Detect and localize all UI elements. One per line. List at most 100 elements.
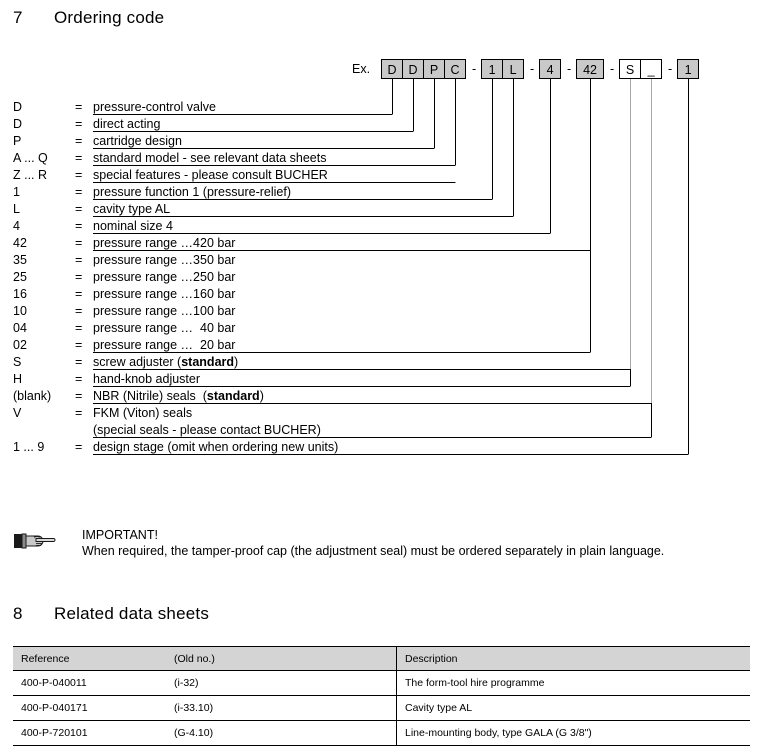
section-7-title: Ordering code bbox=[54, 8, 165, 27]
code-row: 1 ... 9=design stage (omit when ordering… bbox=[13, 440, 753, 457]
code-row-key: D bbox=[13, 100, 23, 114]
code-dash: - bbox=[529, 62, 535, 76]
code-row-key: A ... Q bbox=[13, 151, 48, 165]
code-row-key: 25 bbox=[13, 270, 27, 284]
code-row-equals: = bbox=[75, 321, 83, 335]
code-row-key: D bbox=[13, 117, 23, 131]
code-row-equals: = bbox=[75, 253, 83, 267]
code-row: 35 = pressure range …350 bar bbox=[13, 253, 753, 270]
code-row-value: pressure range …420 bar bbox=[93, 236, 236, 250]
code-row-equals: = bbox=[75, 287, 83, 301]
code-box: D bbox=[381, 59, 404, 79]
code-row-value: pressure range … 20 bar bbox=[93, 338, 236, 352]
code-row-equals: = bbox=[75, 406, 83, 420]
table-column-header: Description bbox=[396, 646, 750, 671]
code-row-key: 1 bbox=[13, 185, 20, 199]
section-8-number: 8 bbox=[13, 604, 23, 623]
code-row-equals: = bbox=[75, 338, 83, 352]
code-row-equals: = bbox=[75, 100, 83, 114]
code-row-key: 04 bbox=[13, 321, 27, 335]
table-header-row: Reference(Old no.)Description bbox=[13, 646, 750, 671]
code-box: 1 bbox=[677, 59, 700, 79]
table-column-header: (Old no.) bbox=[166, 646, 397, 671]
code-row-equals: = bbox=[75, 236, 83, 250]
code-row: 10=pressure range …100 bar bbox=[13, 304, 753, 321]
code-row-value: standard model - see relevant data sheet… bbox=[93, 151, 327, 165]
code-row: 04 = pressure range … 40 bar bbox=[13, 321, 753, 338]
code-row-value: NBR (Nitrile) seals (standard) bbox=[93, 389, 264, 403]
code-row-equals: = bbox=[75, 270, 83, 284]
code-dash: - bbox=[566, 62, 572, 76]
code-box: 4 bbox=[539, 59, 562, 79]
code-row: 42 = pressure range …420 bar bbox=[13, 236, 753, 253]
code-box: D bbox=[402, 59, 425, 79]
code-row: V = FKM (Viton) seals bbox=[13, 406, 753, 423]
code-row-value: pressure function 1 (pressure-relief) bbox=[93, 185, 291, 199]
code-row-equals: = bbox=[75, 219, 83, 233]
code-row-key: 35 bbox=[13, 253, 27, 267]
code-box: S bbox=[619, 59, 642, 79]
table-header: Reference(Old no.)Description bbox=[13, 646, 750, 671]
code-row: Z ... R=special features - please consul… bbox=[13, 168, 753, 185]
code-row-key: S bbox=[13, 355, 22, 369]
code-row: 4 = nominal size 4 bbox=[13, 219, 753, 236]
code-dash: - bbox=[609, 62, 615, 76]
code-row-equals: = bbox=[75, 389, 83, 403]
code-row-key: H bbox=[13, 372, 23, 386]
code-box: 42 bbox=[576, 59, 605, 79]
code-row-value: pressure range …350 bar bbox=[93, 253, 236, 267]
code-row-key: (blank) bbox=[13, 389, 52, 403]
code-row-value: FKM (Viton) seals bbox=[93, 406, 193, 420]
code-row-key: 02 bbox=[13, 338, 27, 352]
code-row-value: pressure range …160 bar bbox=[93, 287, 236, 301]
code-group: S_ bbox=[619, 59, 663, 79]
code-row-value: pressure-control valve bbox=[93, 100, 216, 114]
code-row: 1=pressure function 1 (pressure-relief) bbox=[13, 185, 753, 202]
code-row-value: design stage (omit when ordering new uni… bbox=[93, 440, 339, 454]
code-row: P=cartridge design bbox=[13, 134, 753, 151]
code-row-key: V bbox=[13, 406, 22, 420]
code-dash: - bbox=[667, 62, 673, 76]
code-group: 42 bbox=[576, 59, 605, 79]
section-8-title: Related data sheets bbox=[54, 604, 210, 623]
code-row: S=screw adjuster (standard) bbox=[13, 355, 753, 372]
code-row-equals: = bbox=[75, 117, 83, 131]
code-box: L bbox=[502, 59, 525, 79]
table-cell: 400-P-040171 bbox=[13, 695, 166, 721]
code-box: P bbox=[423, 59, 446, 79]
code-row-key: L bbox=[13, 202, 20, 216]
code-row-value: pressure range … 40 bar bbox=[93, 321, 236, 335]
note-body: When required, the tamper-proof cap (the… bbox=[82, 544, 665, 558]
table-row: 400-P-040011(i-32)The form-tool hire pro… bbox=[13, 670, 750, 696]
code-row-equals: = bbox=[75, 355, 83, 369]
code-row-value: special features - please consult BUCHER bbox=[93, 168, 328, 182]
code-group: 1 bbox=[677, 59, 700, 79]
code-row: 02 = pressure range … 20 bar bbox=[13, 338, 753, 355]
code-row: 25=pressure range …250 bar bbox=[13, 270, 753, 287]
table-cell: (i-32) bbox=[166, 670, 397, 696]
code-row-key: Z ... R bbox=[13, 168, 48, 182]
code-box: C bbox=[444, 59, 467, 79]
code-row-key: 4 bbox=[13, 219, 20, 233]
code-row-key: 10 bbox=[13, 304, 27, 318]
code-row-value: nominal size 4 bbox=[93, 219, 173, 233]
code-row-key: 42 bbox=[13, 236, 27, 250]
code-row-value: direct acting bbox=[93, 117, 161, 131]
table-cell: (G-4.10) bbox=[166, 720, 397, 746]
section-7-number: 7 bbox=[13, 8, 23, 27]
code-row: 16=pressure range …160 bar bbox=[13, 287, 753, 304]
code-row: (special seals - please contact BUCHER) bbox=[13, 423, 753, 440]
code-row-equals: = bbox=[75, 134, 83, 148]
example-label: Ex. bbox=[352, 62, 371, 76]
table-cell: (i-33.10) bbox=[166, 695, 397, 721]
code-row-equals: = bbox=[75, 440, 83, 454]
note-title: IMPORTANT! bbox=[82, 528, 158, 542]
code-row-equals: = bbox=[75, 304, 83, 318]
code-group: 4 bbox=[539, 59, 562, 79]
